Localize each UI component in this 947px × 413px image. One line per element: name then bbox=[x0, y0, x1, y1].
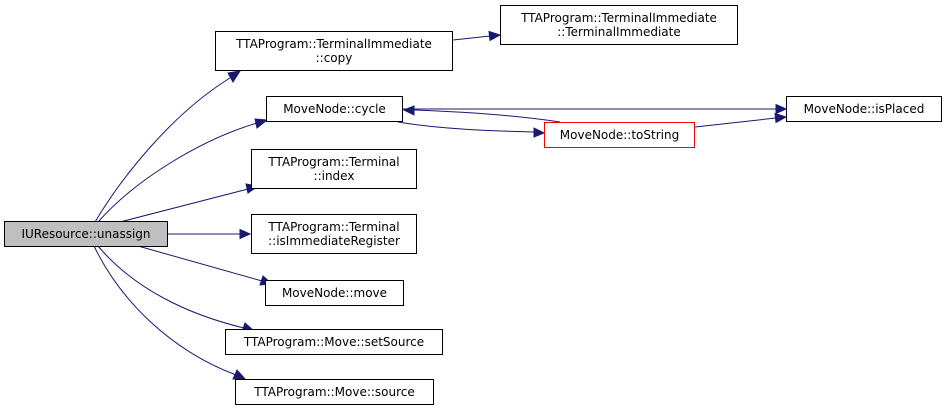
node-label-line1: TTAProgram::TerminalImmediate bbox=[521, 11, 717, 25]
node-movenode-tostring[interactable]: MoveNode::toString bbox=[544, 122, 695, 148]
node-label-line2: ::isImmediateRegister bbox=[268, 234, 400, 248]
node-movenode-cycle[interactable]: MoveNode::cycle bbox=[266, 96, 403, 122]
node-terminal-index[interactable]: TTAProgram::Terminal ::index bbox=[251, 149, 417, 189]
node-move-setsource[interactable]: TTAProgram::Move::setSource bbox=[225, 329, 443, 355]
node-terminalimmediate-copy[interactable]: TTAProgram::TerminalImmediate ::copy bbox=[215, 31, 453, 71]
node-movenode-isplaced[interactable]: MoveNode::isPlaced bbox=[786, 96, 942, 122]
arrowhead-tostring bbox=[533, 127, 546, 138]
node-iuresource-unassign: IUResource::unassign bbox=[4, 221, 168, 247]
edge-tostring-to-isplaced bbox=[694, 117, 777, 128]
node-terminal-isimmediateregister[interactable]: TTAProgram::Terminal ::isImmediateRegist… bbox=[251, 214, 417, 254]
node-label-line1: TTAProgram::Terminal bbox=[268, 220, 400, 234]
arrowhead-cycle bbox=[254, 118, 269, 129]
edge-unassign-to-copy bbox=[94, 77, 231, 223]
edge-unassign-to-move bbox=[137, 245, 263, 282]
node-movenode-move[interactable]: MoveNode::move bbox=[265, 280, 404, 306]
edge-copy-to-ctor bbox=[452, 35, 491, 41]
edge-unassign-to-setsource bbox=[97, 245, 245, 329]
edge-unassign-to-source bbox=[93, 245, 237, 376]
node-label: TTAProgram::Move::setSource bbox=[243, 335, 425, 349]
edge-unassign-to-index bbox=[119, 188, 249, 223]
node-label: MoveNode::move bbox=[281, 286, 388, 300]
node-label-line2: ::TerminalImmediate bbox=[557, 25, 681, 39]
node-label-line1: TTAProgram::TerminalImmediate bbox=[236, 37, 432, 51]
node-label-line1: TTAProgram::Terminal bbox=[268, 155, 400, 169]
edge-unassign-to-cycle bbox=[97, 122, 258, 223]
arrowhead-cycle-from-tostring bbox=[402, 105, 415, 116]
node-label-line2: ::index bbox=[313, 169, 355, 183]
node-label: TTAProgram::Move::source bbox=[254, 385, 415, 399]
node-terminalimmediate-ctor[interactable]: TTAProgram::TerminalImmediate ::Terminal… bbox=[500, 5, 738, 45]
arrowhead-isplaced-from-cycle bbox=[775, 103, 788, 115]
node-label: IUResource::unassign bbox=[21, 227, 151, 241]
node-label: MoveNode::cycle bbox=[283, 102, 386, 116]
node-label: MoveNode::toString bbox=[559, 128, 680, 142]
node-label-line2: ::copy bbox=[315, 51, 353, 65]
node-move-source[interactable]: TTAProgram::Move::source bbox=[235, 379, 434, 405]
arrowhead-source bbox=[232, 369, 247, 380]
edge-tostring-to-cycle bbox=[413, 109, 561, 123]
arrowhead-ctor bbox=[488, 30, 502, 42]
arrowhead-isplaced-from-tostring bbox=[774, 112, 788, 124]
arrowhead-isimmediateregister bbox=[239, 228, 252, 240]
node-label: MoveNode::isPlaced bbox=[803, 102, 925, 116]
edge-cycle-to-tostring bbox=[397, 121, 535, 133]
arrowhead-copy bbox=[227, 70, 242, 83]
